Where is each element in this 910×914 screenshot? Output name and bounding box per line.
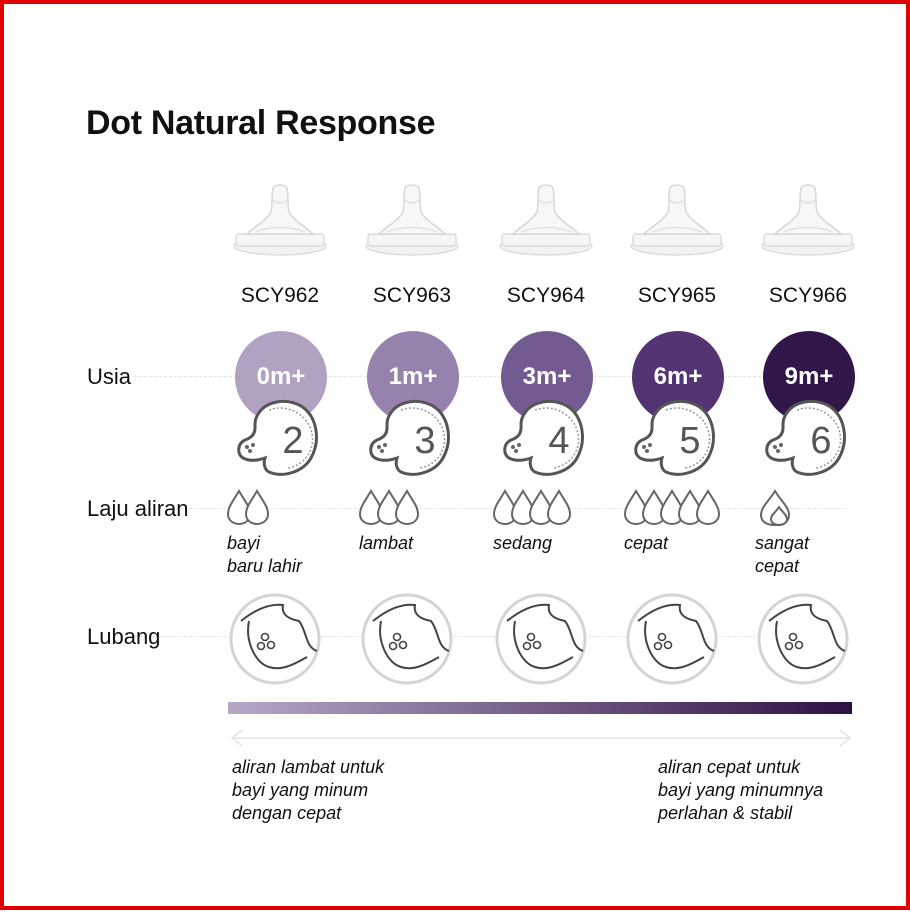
product-column: SCY965 6m+ 5 cepat — [622, 4, 732, 914]
svg-text:3: 3 — [414, 420, 435, 462]
product-column: SCY962 0m+ 2 bayi baru lahir — [225, 4, 335, 914]
teat-image — [630, 184, 724, 256]
product-code: SCY964 — [506, 284, 586, 307]
product-column: SCY966 9m+ 6 sangat cepat — [753, 4, 863, 914]
svg-text:6: 6 — [810, 420, 831, 462]
teat-image — [365, 184, 459, 256]
nipple-flow-icon: 4 — [503, 399, 584, 476]
flow-label: lambat — [359, 533, 414, 553]
product-code: SCY966 — [768, 284, 848, 307]
flow-label: cepat — [624, 533, 669, 553]
nipple-flow-icon: 5 — [634, 399, 715, 476]
flow-label: sangat cepat — [755, 533, 810, 576]
teat-image — [233, 184, 327, 256]
product-column: SCY963 1m+ 3 lambat — [357, 4, 467, 914]
nipple-flow-icon: 3 — [369, 399, 450, 476]
hole-icon — [361, 593, 453, 685]
fast-flow-note: aliran cepat untuk bayi yang minumnya pe… — [658, 757, 824, 823]
teat-image — [761, 184, 855, 256]
flow-drops-icon — [759, 489, 791, 527]
flow-row-label: Laju aliran — [87, 496, 189, 521]
flow-drops-icon — [226, 489, 270, 526]
double-arrow-icon — [230, 729, 852, 747]
slow-flow-note: aliran lambat untuk bayi yang minum deng… — [232, 757, 385, 823]
age-row-guide — [134, 376, 846, 377]
flow-gradient-bar — [228, 702, 852, 714]
flow-row-guide — [134, 508, 846, 509]
nipple-flow-icon: 6 — [765, 399, 846, 476]
hole-row-label: Lubang — [87, 624, 161, 649]
hole-icon — [757, 593, 849, 685]
flow-drops-icon — [492, 489, 572, 526]
hole-icon — [626, 593, 718, 685]
flow-drops-icon — [623, 489, 721, 526]
hole-icon — [229, 593, 321, 685]
product-code: SCY965 — [637, 284, 717, 307]
hole-row-guide — [134, 636, 846, 637]
product-code: SCY963 — [372, 284, 452, 307]
age-row-label: Usia — [87, 364, 132, 389]
flow-drops-icon — [358, 489, 420, 526]
nipple-flow-icon: 2 — [237, 399, 318, 476]
flow-label: sedang — [493, 533, 553, 553]
teat-image — [499, 184, 593, 256]
svg-text:2: 2 — [282, 420, 303, 462]
page-title: Dot Natural Response — [86, 104, 436, 142]
flow-label: bayi baru lahir — [227, 533, 303, 576]
product-column: SCY964 3m+ 4 sedang — [491, 4, 601, 914]
svg-text:4: 4 — [548, 420, 569, 462]
hole-icon — [495, 593, 587, 685]
product-code: SCY962 — [240, 284, 320, 307]
svg-text:5: 5 — [679, 420, 700, 462]
